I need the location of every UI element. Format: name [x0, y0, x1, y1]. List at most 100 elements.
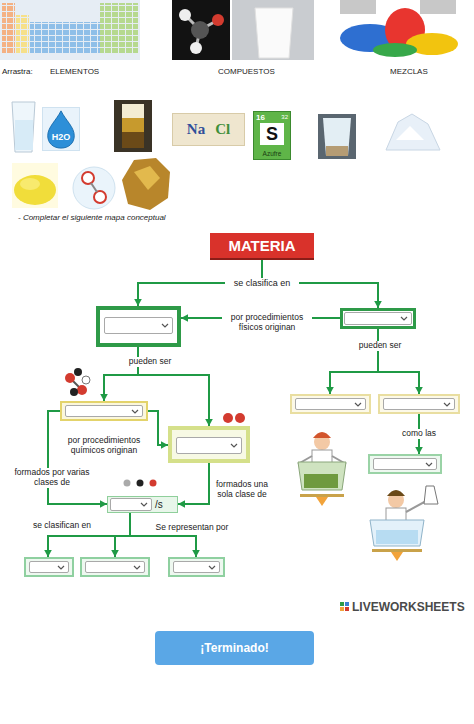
dropdown-chevron	[354, 402, 362, 407]
connector-label: se clasifican en	[22, 521, 102, 531]
connector-label: se clasifica en	[225, 278, 299, 288]
scientist-cartoon-part	[391, 552, 403, 561]
connector	[378, 329, 419, 394]
answer-box	[340, 308, 416, 329]
molecule-image-part	[212, 14, 224, 26]
instruction-text: - Completar el siguiente mapa conceptual	[18, 213, 166, 222]
node-text: ¡Terminado!	[200, 641, 268, 655]
dropdown-chevron	[133, 565, 141, 570]
scientist-cartoon	[370, 486, 438, 561]
oxygen-atoms-icon-part	[223, 413, 233, 423]
node-text: H2O	[43, 132, 79, 142]
dropdown-chevron	[208, 565, 216, 570]
arrow-head	[100, 500, 107, 508]
liveworksheets-logo-icon-part	[340, 602, 344, 606]
connector	[104, 347, 138, 401]
molecule-image	[172, 0, 230, 60]
dropdown-field	[295, 398, 366, 410]
molecule-icon-part	[77, 385, 87, 395]
connector	[330, 329, 378, 394]
dropdown-chevron-stroke	[141, 503, 147, 506]
answer-box	[60, 401, 148, 421]
molecule-image-part	[191, 21, 209, 39]
category-label: COMPUESTOS	[218, 67, 275, 76]
connector	[148, 411, 168, 445]
scientist-cartoon-part	[387, 490, 405, 496]
submit-button: ¡Terminado!	[155, 631, 314, 665]
salt-crystals-image-part	[396, 126, 424, 140]
arrow-head	[100, 394, 108, 401]
molecule-icon-part	[70, 388, 78, 396]
milk-glass-image-part	[255, 8, 293, 58]
layered-liquid-image	[114, 100, 152, 152]
answer-box	[168, 426, 250, 463]
molecule-image-part	[179, 9, 191, 21]
oxygen-molecule-image-part	[91, 183, 97, 192]
molecule-image-part	[172, 0, 230, 60]
dropdown-chevron-stroke	[58, 566, 64, 569]
atom-dots-icon-part	[137, 480, 144, 487]
dropdown-chevron	[131, 409, 139, 414]
water-glass-image	[12, 102, 35, 152]
arrow-head	[178, 500, 185, 508]
periodic-table-image-part	[2, 3, 15, 53]
water-glass-image-part	[15, 120, 33, 150]
title-box: MATERIA	[210, 233, 314, 258]
scientist-cartoon-part	[300, 494, 344, 497]
connector-label: pueden ser	[120, 357, 180, 367]
periodic-table-image-part	[0, 0, 140, 60]
answer-box	[80, 557, 150, 577]
scientist-cartoon-part	[370, 520, 424, 546]
arrow-head	[44, 550, 52, 557]
dropdown-field	[176, 437, 242, 454]
arrow-head	[181, 314, 188, 322]
sand-water-glass-image	[318, 114, 356, 159]
node-text: MATERIA	[228, 237, 295, 254]
arrow-head	[161, 441, 168, 449]
sand-water-glass-image-part	[323, 118, 351, 156]
dropdown-field	[110, 498, 152, 511]
dropdown-field	[173, 561, 220, 573]
category-label: ELEMENTOS	[50, 67, 99, 76]
category-label: MEZCLAS	[390, 67, 428, 76]
oxygen-molecule-image	[73, 167, 115, 209]
milk-glass-image	[232, 0, 314, 60]
molecule-image-part	[190, 42, 202, 54]
layered-liquid-image-part	[122, 118, 144, 132]
salt-crystals-image-part	[386, 114, 440, 150]
dropdown-chevron-stroke	[426, 463, 432, 466]
molecule-icon-part	[82, 376, 90, 384]
dropdown-chevron-stroke	[134, 566, 140, 569]
element-tile: 1632SAzufre	[253, 111, 291, 160]
molecule-icon-part	[74, 368, 82, 376]
gold-nugget-image-part	[122, 158, 170, 210]
scientist-cartoon-part	[313, 432, 331, 438]
dropdown-chevron-stroke	[209, 566, 215, 569]
salt-crystals-image	[386, 114, 440, 150]
water-drop-tile: H2O	[42, 107, 80, 151]
watermark: LIVEWORKSHEETS	[352, 600, 465, 614]
answer-box	[24, 557, 74, 577]
dropdown-chevron	[425, 462, 433, 467]
connector-label: como las	[394, 429, 444, 439]
node-text: 16	[256, 113, 265, 122]
gold-nugget-image-part	[134, 166, 160, 190]
connector-label: formados una sola clase de	[212, 480, 272, 500]
scientist-cartoon-part	[372, 549, 422, 552]
node-text: /s	[155, 499, 163, 510]
dropdown-chevron-stroke	[162, 324, 168, 327]
connector	[48, 411, 107, 504]
gold-nugget-image	[122, 158, 170, 210]
dropdown-field	[65, 405, 143, 417]
layered-liquid-image-part	[122, 132, 144, 148]
node-text: Azufre	[254, 150, 290, 157]
molecule-icon	[65, 368, 90, 396]
oxygen-atoms-icon	[223, 413, 245, 423]
connector	[115, 513, 130, 557]
connector-label: por procedimientos físicos originan	[222, 313, 312, 333]
periodic-table-image-part	[100, 3, 138, 53]
node-text: 32	[281, 114, 288, 120]
dropdown-chevron-stroke	[132, 410, 138, 413]
answer-box	[368, 454, 442, 474]
